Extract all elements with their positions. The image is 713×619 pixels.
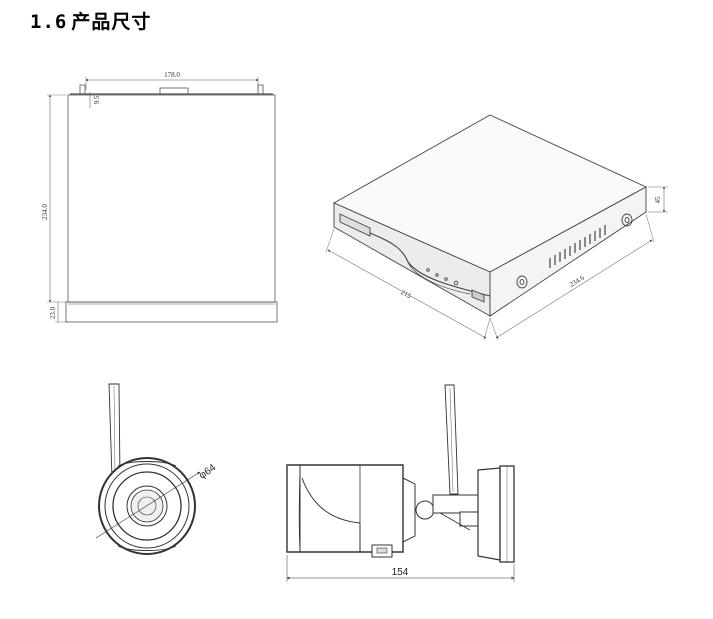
- nvr-top-view: [47, 77, 278, 323]
- camera-front-view: [95, 383, 201, 555]
- nvr-iso-height-dim: 45: [654, 196, 662, 204]
- camera-length-dim: 154: [392, 567, 409, 578]
- camera-lens-diameter: φ64: [197, 462, 218, 481]
- nvr-top-offset-dim: 9.5: [93, 95, 101, 104]
- nvr-iso-view: [325, 114, 668, 341]
- nvr-bottom-offset-dim: 23.0: [49, 306, 57, 319]
- nvr-width-dim: 178.0: [164, 71, 180, 79]
- camera-side-view: [286, 384, 515, 582]
- section-number: 1.6: [30, 11, 68, 33]
- nvr-length-dim: 215: [399, 288, 412, 300]
- nvr-height-dim: 234.0: [41, 204, 49, 220]
- section-title: 产品尺寸: [71, 11, 152, 33]
- nvr-depth-dim: 234.6: [568, 273, 586, 288]
